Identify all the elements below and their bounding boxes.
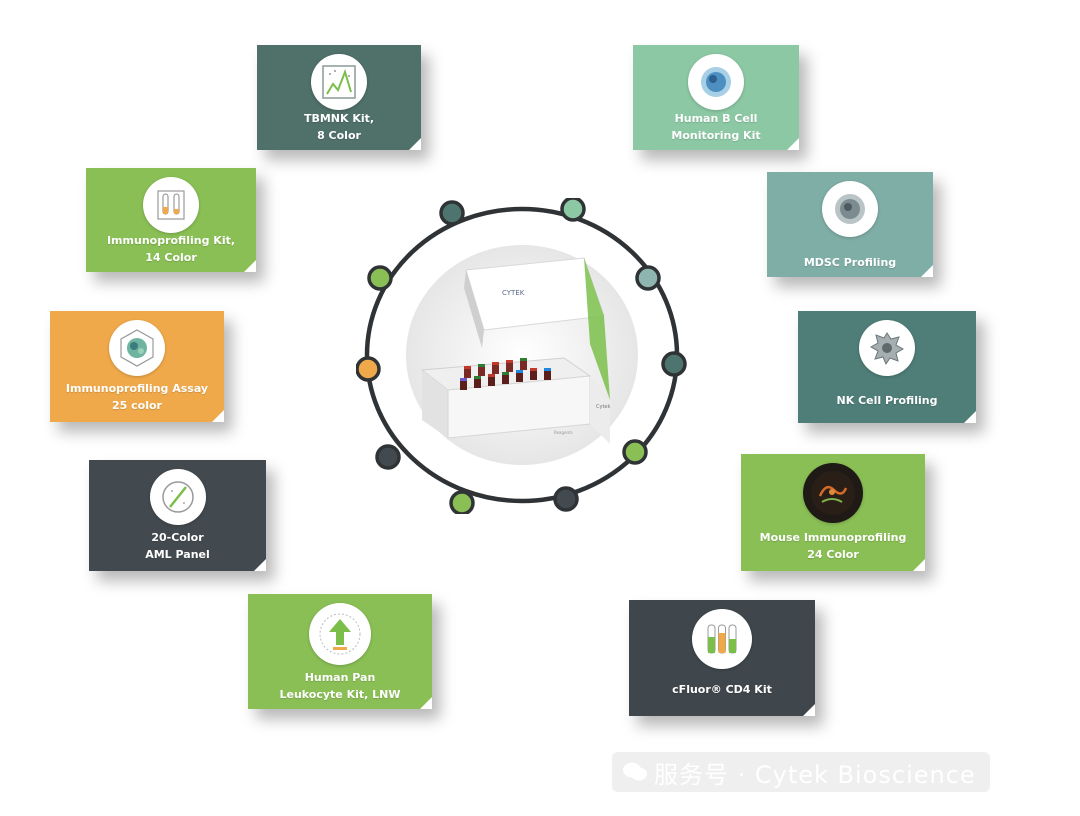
card-label: cFluor® CD4 Kit (629, 681, 815, 698)
card-immunoprofiling-assay-25[interactable]: Immunoprofiling Assay 25 color (50, 311, 224, 422)
card-label-line: NK Cell Profiling (836, 394, 938, 407)
card-label-line: Immunoprofiling Kit, (106, 234, 236, 247)
b-cell-icon (688, 54, 744, 110)
watermark: 服务号 · Cytek Bioscience (612, 752, 990, 792)
arrow-up-icon (309, 603, 371, 665)
card-label-line: cFluor® CD4 Kit (672, 683, 772, 696)
box-brand-text: CYTEK (502, 289, 525, 297)
mouse-tissue-icon (803, 463, 863, 523)
card-label: Mouse Immunoprofiling 24 Color (741, 529, 925, 563)
card-label-line: Mouse Immunoprofiling (759, 531, 907, 544)
ring-node (661, 351, 687, 377)
card-label-line: TBMNK Kit, (303, 112, 375, 125)
wechat-icon (622, 761, 648, 783)
ring-node (635, 265, 661, 291)
card-immunoprofiling-kit-14[interactable]: Immunoprofiling Kit, 14 Color (86, 168, 256, 272)
ring-node (449, 490, 475, 516)
card-label-line: AML Panel (145, 548, 210, 561)
box-caption-text: Reagents (554, 430, 573, 435)
chart-icon (311, 54, 367, 110)
petri-dish-icon (149, 469, 206, 525)
ring-node (355, 356, 381, 382)
central-product-ring: CYTEK Cytek Reagents (355, 196, 692, 516)
ring-node (367, 265, 393, 291)
card-label: Immunoprofiling Assay 25 color (50, 380, 224, 414)
card-label: Immunoprofiling Kit, 14 Color (86, 232, 256, 266)
card-tbmnk-kit[interactable]: TBMNK Kit, 8 Color (257, 45, 421, 150)
ring-node (375, 444, 401, 470)
tissue-cell-icon (109, 320, 165, 376)
card-label-line: Leukocyte Kit, LNW (279, 688, 401, 701)
test-tubes-icon (143, 177, 199, 233)
card-label: NK Cell Profiling (798, 392, 976, 409)
card-nk-cell-profiling[interactable]: NK Cell Profiling (798, 311, 976, 423)
ring-node (622, 439, 648, 465)
card-label-line: 25 color (112, 399, 162, 412)
card-label-line: MDSC Profiling (803, 256, 897, 269)
mdsc-cell-icon (822, 181, 878, 237)
card-mdsc-profiling[interactable]: MDSC Profiling (767, 172, 933, 277)
card-mouse-immunoprofiling[interactable]: Mouse Immunoprofiling 24 Color (741, 454, 925, 571)
reagent-vials (460, 358, 551, 390)
card-label-line: 24 Color (807, 548, 859, 561)
box-side-text: Cytek (596, 404, 610, 410)
ring-node (553, 486, 579, 512)
card-label: MDSC Profiling (767, 254, 933, 271)
card-label-line: 14 Color (145, 251, 197, 264)
ring-node (439, 200, 465, 226)
nk-cell-icon (859, 320, 915, 376)
ring-node (560, 196, 586, 222)
card-cfluor-cd4-kit[interactable]: cFluor® CD4 Kit (629, 600, 815, 716)
card-label: TBMNK Kit, 8 Color (257, 110, 421, 144)
card-label-line: 20-Color (151, 531, 204, 544)
card-label-line: Monitoring Kit (671, 129, 761, 142)
card-label-line: Immunoprofiling Assay (65, 382, 209, 395)
watermark-text: 服务号 · Cytek Bioscience (654, 760, 976, 789)
card-label-line: Human Pan (304, 671, 376, 684)
card-label-line: Human B Cell (674, 112, 758, 125)
vials-icon (692, 609, 752, 669)
card-label-line: 8 Color (317, 129, 361, 142)
product-box-image: CYTEK Cytek Reagents (420, 257, 610, 444)
